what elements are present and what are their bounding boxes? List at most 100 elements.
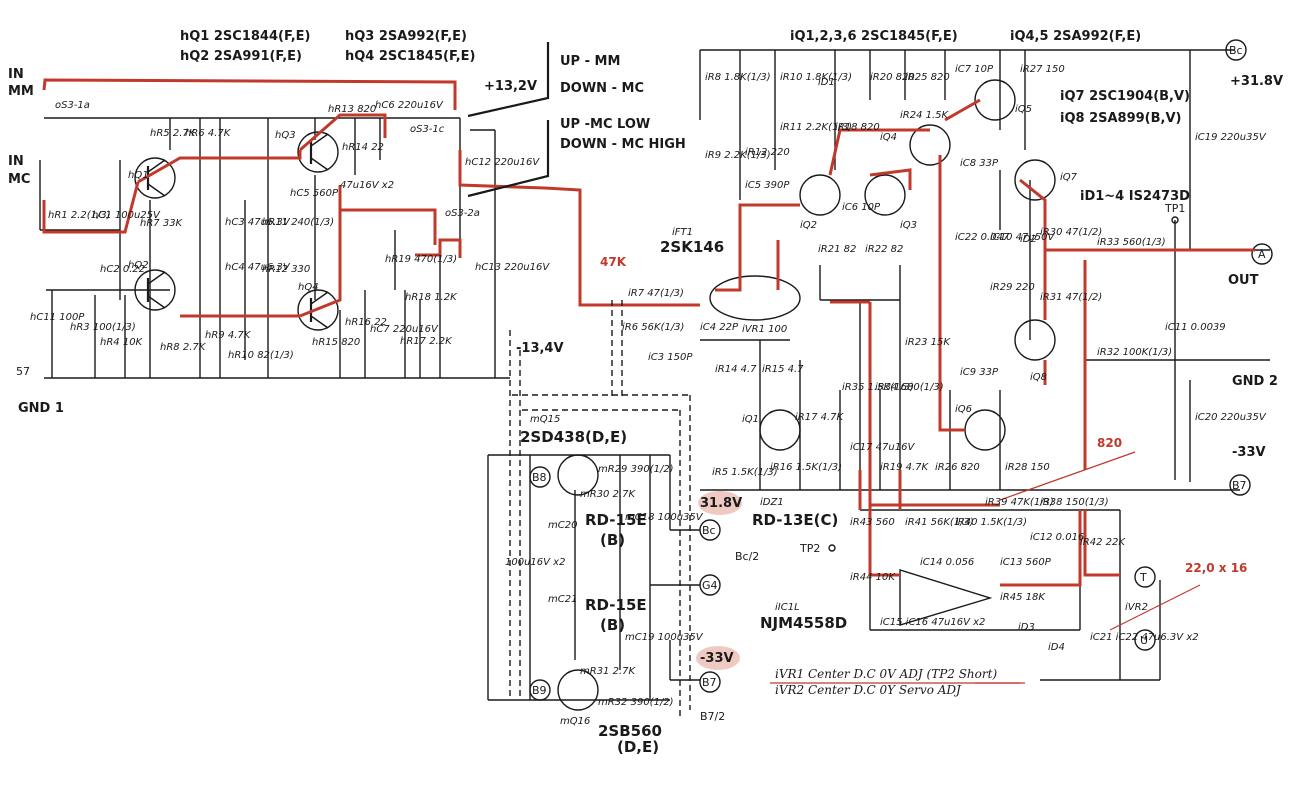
res-820-annotation: 820 [1097, 436, 1122, 450]
ir6-label: iR6 56K(1/3) [622, 322, 684, 333]
hq4-transistor [297, 289, 339, 331]
ir23-label: iR23 15K [905, 337, 951, 348]
ir26-label: iR26 820 [935, 462, 980, 473]
mc19-label: mC19 100u35V [625, 632, 704, 643]
hr16-label: hR16 22 [345, 317, 387, 328]
cap-22x16-annotation: 22,0 x 16 [1185, 561, 1247, 575]
gnd1-label: GND 1 [18, 401, 64, 416]
hr7-label: hR7 33K [140, 218, 184, 229]
iq4-label: iQ4 [880, 132, 897, 143]
vr1-note: iVR1 Center D.C 0V ADJ (TP2 Short) [775, 667, 997, 681]
ir41-label: iR41 56K(1/3) [905, 517, 974, 528]
tp1-label: TP1 [1164, 202, 1185, 215]
v31-8-label: 31.8V [700, 496, 742, 511]
hc7-label: hC7 220u16V [370, 324, 439, 335]
amp-wiring [699, 39, 1273, 681]
hr17-label: hR17 2.2K [400, 336, 453, 347]
hr8-label: hR8 2.7K [160, 342, 207, 353]
hr5-label: hR5 2.7K [150, 128, 197, 139]
phono-transistors [134, 131, 339, 331]
ic9-label: iC9 33P [960, 367, 999, 378]
ivr1-label: iVR1 100 [742, 324, 787, 335]
mc21-label: mC21 [548, 594, 577, 605]
ir17-label: iR17 4.7K [795, 412, 845, 423]
b7-right-node-label: B7 [1232, 479, 1247, 492]
ir27-label: iR27 150 [1020, 64, 1065, 75]
id2-label: iD2 [1020, 234, 1037, 245]
iq6-transistor [964, 409, 1006, 451]
b8-terminal [529, 466, 551, 488]
ir34-label: iR34 680(1/3) [875, 382, 944, 393]
switch-note-4: DOWN - MC HIGH [560, 137, 686, 152]
mc18-label: mC18 100u35V [625, 512, 704, 523]
bc-node-label: Bc [702, 524, 716, 537]
ic8-label: iC8 33P [960, 158, 999, 169]
v33-highlight [696, 646, 740, 670]
hq2-label: hQ2 [128, 260, 149, 271]
ir44-label: iR44 10K [850, 572, 896, 583]
hr11-label: hR11 240(1/3) [262, 217, 334, 228]
iq6-label: iQ6 [955, 404, 972, 415]
ic7-label: iC7 10P [955, 64, 994, 75]
b7-node-label: B7 [702, 676, 717, 689]
hc13-label: hC13 220u16V [475, 262, 550, 273]
ic3-label: iC3 150P [648, 352, 693, 363]
fet-part-label: 2SK146 [660, 238, 724, 256]
iq2-label: iQ2 [800, 220, 817, 231]
ir21-label: iR21 82 [818, 244, 856, 255]
ir31-label: iR31 47(1/2) [1040, 292, 1102, 303]
ic12-label: iC12 0.016 [1030, 532, 1084, 543]
mq16-part-label: 2SB560 [598, 722, 662, 740]
in-mm-label-1: IN [8, 67, 24, 82]
res-47k-annotation: 47K [600, 255, 627, 269]
ic14-label: iC14 0.056 [920, 557, 974, 568]
iq3-label: iQ3 [900, 220, 917, 231]
hc9-c10-label: 47u16V x2 [340, 180, 394, 191]
b9-terminal [529, 679, 551, 701]
regulator-wiring [487, 454, 742, 711]
node-u-label: U [1140, 634, 1148, 647]
rail-minus-33: -33V [1232, 445, 1266, 460]
ir43-label: iR43 560 [850, 517, 895, 528]
hc11-label: hC11 100P [30, 312, 85, 323]
switch-callouts [467, 42, 550, 198]
hc6-label: hC6 220u16V [375, 100, 444, 111]
iq5-transistor [974, 79, 1016, 121]
id4-label: iD4 [1048, 642, 1065, 653]
mr31-label: mR31 2.7K [580, 666, 636, 677]
ir20-label: iR20 820 [870, 72, 915, 83]
hc4-label: hC4 47u6.3V [225, 262, 291, 273]
mr30-label: mR30 2.7K [580, 489, 636, 500]
header-q1: hQ1 2SC1844(F,E) [180, 29, 311, 44]
tp2-point [828, 544, 836, 552]
hr14-label: hR14 22 [342, 142, 384, 153]
ir12-label: iR12 220 [745, 147, 790, 158]
header-q1236: iQ1,2,3,6 2SC1845(F,E) [790, 29, 958, 44]
in-mc-label-1: IN [8, 154, 24, 169]
ir24-label: iR24 1.5K [900, 110, 950, 121]
iq1-label: iQ1 [742, 414, 759, 425]
ir8-label: iR8 1.8K(1/3) [705, 72, 771, 83]
bc2-node-label: Bc/2 [735, 550, 759, 563]
id1-label: iD1 [818, 77, 835, 88]
hr1-label: hR1 2.2(1/3) [48, 210, 111, 221]
iq8-label: iQ8 [1030, 372, 1047, 383]
bc-terminal [699, 519, 721, 541]
switch-note-3: UP -MC LOW [560, 117, 650, 132]
tp1-point [1171, 216, 1179, 224]
hr12-label: hR12 330 [262, 264, 310, 275]
g4-node-label: G4 [702, 579, 718, 592]
ir10-label: iR10 1.8K(1/3) [780, 72, 852, 83]
iq4-transistor [909, 124, 951, 166]
mq15-label: mQ15 [530, 414, 560, 425]
iq8-transistor [1014, 319, 1056, 361]
power-dashed-lines [509, 300, 691, 720]
hr10-label: hR10 82(1/3) [228, 350, 294, 361]
mq15-part-label: 2SD438(D,E) [520, 428, 627, 446]
ic22-label: iC22 0.047 [955, 232, 1010, 243]
ir35-label: iR35 1.5K(1/3) [842, 382, 914, 393]
ic17-label: iC17 47u16V [850, 442, 915, 453]
mc-pair-label: 100u16V x2 [505, 557, 565, 568]
dz3-grade-label: (B) [600, 616, 625, 634]
